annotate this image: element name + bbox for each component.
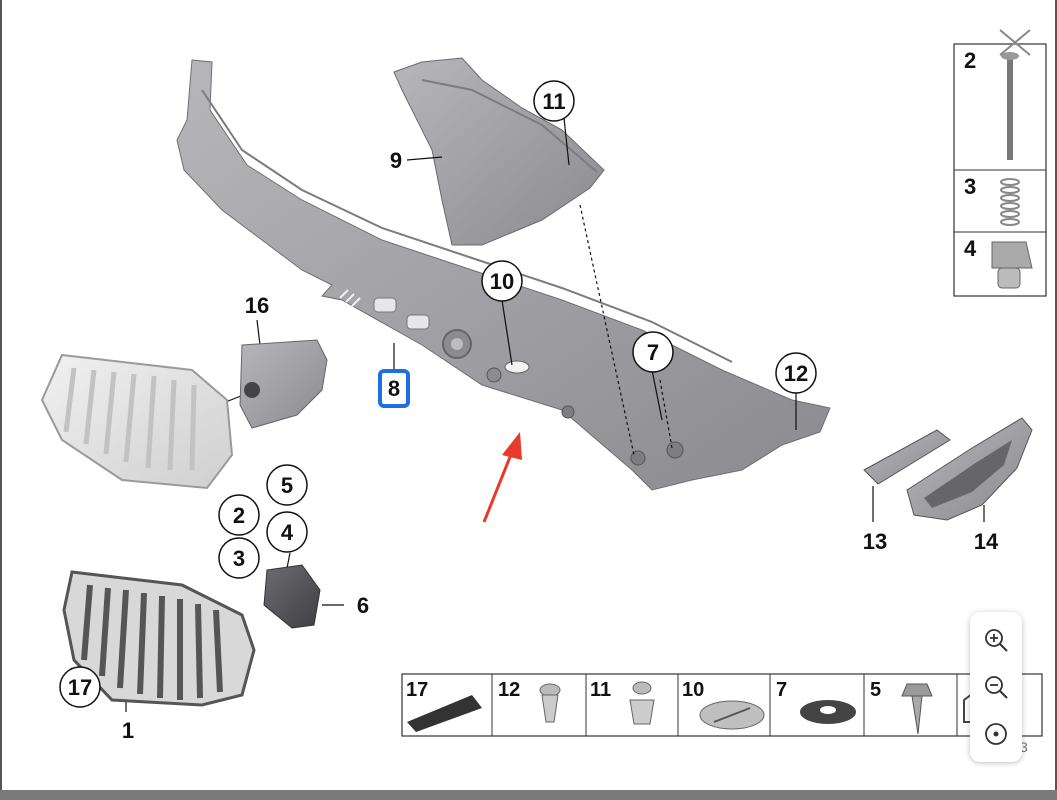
cowl-panel — [176, 59, 831, 491]
legend-right — [953, 29, 1047, 297]
legend-right-2: 2 — [964, 48, 976, 73]
trim-strip — [863, 429, 951, 485]
legend-bottom-12: 12 — [498, 679, 520, 701]
callout-10: 10 — [490, 269, 514, 294]
window-bottom-edge — [0, 790, 1057, 800]
zoom-in-button[interactable] — [976, 620, 1016, 660]
callout-9: 9 — [390, 148, 402, 173]
zoom-in-icon — [985, 629, 1008, 652]
screw-icon — [901, 683, 933, 735]
highlight-box — [378, 369, 410, 408]
legend-bottom-10: 10 — [682, 679, 704, 701]
legend-bottom-17: 17 — [406, 679, 428, 701]
zoom-controls — [970, 612, 1022, 762]
cover-plug-icon — [699, 700, 765, 730]
callout-1: 1 — [122, 718, 134, 743]
callout-8: 8 — [388, 376, 400, 401]
nut-icon — [991, 241, 1033, 289]
legend-bottom — [401, 673, 1043, 737]
legend-right-4: 4 — [964, 236, 977, 261]
legend-right-3: 3 — [964, 174, 976, 199]
callout-17: 17 — [68, 675, 92, 700]
legend-bottom-7: 7 — [776, 679, 787, 701]
callout-6: 6 — [357, 593, 369, 618]
callout-3: 3 — [233, 546, 245, 571]
reset-view-icon — [985, 723, 1007, 745]
red-arrow — [482, 432, 522, 523]
callout-labels: 11 9 10 8 7 12 16 5 2 4 3 6 17 1 13 14 2… — [68, 48, 1028, 755]
spring-icon — [1000, 178, 1020, 226]
callout-2: 2 — [233, 503, 245, 528]
clip-part-6 — [263, 564, 321, 629]
legend-bottom-5: 5 — [870, 679, 881, 701]
kidney-grille-upper — [40, 353, 234, 490]
reset-view-button[interactable] — [976, 714, 1016, 754]
grille-bracket — [239, 339, 328, 429]
grommet-icon — [800, 700, 856, 724]
air-vent — [906, 417, 1033, 521]
legend-bottom-11: 11 — [590, 679, 611, 701]
push-rivet-icon — [539, 683, 561, 723]
callout-5: 5 — [281, 473, 293, 498]
callout-11: 11 — [542, 89, 565, 114]
callout-13: 13 — [863, 529, 887, 554]
callout-7: 7 — [647, 340, 659, 365]
callout-12: 12 — [784, 361, 808, 386]
zoom-out-button[interactable] — [976, 667, 1016, 707]
image-code-fragment: 3 — [1020, 739, 1028, 755]
callout-4: 4 — [281, 520, 294, 545]
callout-16: 16 — [245, 293, 269, 318]
callout-14: 14 — [974, 529, 999, 554]
foam-pad-icon — [407, 695, 482, 732]
deflector-panel — [393, 57, 605, 246]
expansion-rivet-icon — [629, 681, 655, 725]
callout-circles — [59, 80, 817, 708]
zoom-out-icon — [985, 676, 1008, 699]
pin-icon — [999, 29, 1031, 160]
kidney-grille-lower — [62, 570, 256, 707]
